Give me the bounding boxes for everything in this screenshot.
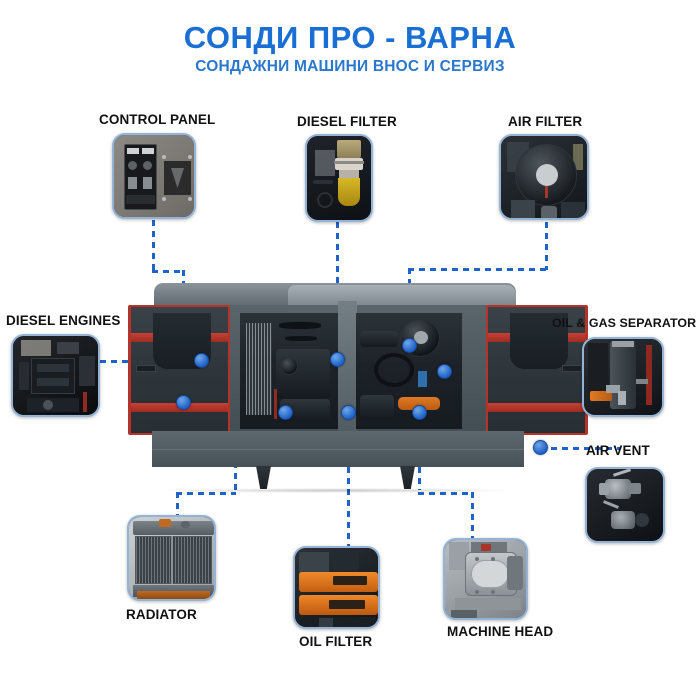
thumbnail-oil-filter[interactable] [293,546,380,629]
label-air-filter: AIR FILTER [508,114,583,129]
radiator-core-detail [246,323,272,415]
engine-sump-detail [280,399,330,421]
connector-radiator-jog [176,492,236,495]
node-oil-filter [341,405,356,420]
valve-cover-detail [360,331,398,347]
hose-detail-2 [284,335,318,342]
connector-radiator-drop [176,492,179,518]
manifold-detail [360,395,394,419]
page-title: СОНДИ ПРО - ВАРНА [183,20,517,55]
blue-valve-detail [418,371,427,387]
machine-base [152,431,524,467]
thumbnail-air-filter[interactable] [499,134,589,220]
connector-air-filter [545,222,548,270]
air-filter-cap-detail [414,331,428,344]
machine-shadow [158,488,518,493]
oil-cooler-detail [398,397,440,410]
door-stripe-lower [488,403,585,412]
connector-control-panel [152,220,155,272]
connector-radiator-stub [234,440,237,494]
label-diesel-engines: DIESEL ENGINES [6,313,121,328]
label-diesel-filter: DIESEL FILTER [297,114,397,129]
red-wire-detail [274,389,277,419]
connector-control-panel-jog [152,270,184,273]
page-header: СОНДИ ПРО - ВАРНА СОНДАЖНИ МАШИНИ ВНОС И… [0,20,700,76]
generator-illustration [128,283,588,493]
connector-oil-filter [347,412,350,552]
support-leg-left [256,466,271,489]
hose-loop-detail [374,353,414,387]
engine-bay-left [240,313,338,429]
hose-detail [278,321,322,330]
node-air-vent [533,440,548,455]
node-diesel-filter [330,352,345,367]
engine-bay-right [356,313,462,429]
connector-air-vent [540,447,620,450]
node-control-panel [176,395,191,410]
node-machine-head [412,405,427,420]
thumbnail-control-panel[interactable] [112,133,196,219]
support-leg-right [400,466,415,489]
machine-roof-panel [288,285,516,307]
node-radiator [278,405,293,420]
connector-machine-head-jog [418,492,474,495]
connector-diesel-filter [336,222,339,342]
thumbnail-diesel-filter[interactable] [305,134,373,222]
thumbnail-radiator[interactable] [127,515,216,601]
label-oil-gas-separator: OIL & GAS SEPARATOR [552,316,697,330]
connector-air-filter-jog [408,268,548,271]
access-door-left [128,305,230,435]
node-oil-gas-separator [437,364,452,379]
door-badge [136,365,156,372]
label-machine-head: MACHINE HEAD [447,624,554,639]
node-air-filter [402,338,417,353]
thumbnail-oil-gas-separator[interactable] [582,337,664,417]
label-air-vent: AIR VENT [586,443,650,458]
connector-machine-head-drop [471,492,474,538]
label-oil-filter: OIL FILTER [299,634,373,649]
machine-base-seam [152,449,524,450]
thumbnail-air-vent[interactable] [585,467,665,543]
page-subtitle: СОНДАЖНИ МАШИНИ ВНОС И СЕРВИЗ [195,57,505,75]
label-control-panel: CONTROL PANEL [99,112,216,127]
label-radiator: RADIATOR [126,607,197,622]
pulley-detail [280,357,298,375]
door-badge [562,365,582,372]
machine-center-pillar [338,301,357,431]
thumbnail-diesel-engines[interactable] [11,334,100,417]
node-diesel-engines [194,353,209,368]
thumbnail-machine-head[interactable] [443,538,528,620]
door-pocket [510,313,568,369]
